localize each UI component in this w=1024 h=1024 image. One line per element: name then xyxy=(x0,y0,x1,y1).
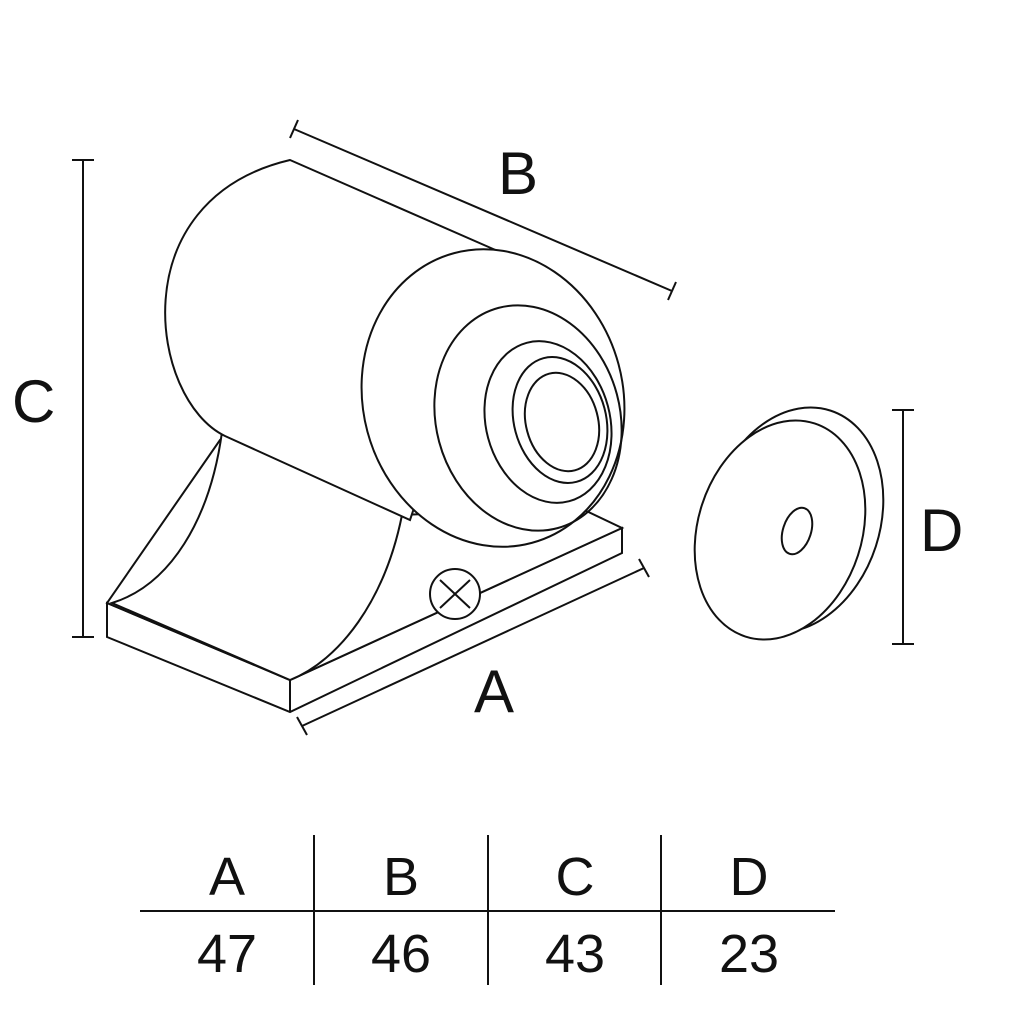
table-header-c: C xyxy=(556,847,595,907)
support-body xyxy=(109,430,404,682)
dimension-label-c: C xyxy=(12,368,55,435)
dimension-label-a: A xyxy=(474,658,514,725)
dimension-a: A xyxy=(296,558,650,736)
cylinder-body xyxy=(164,158,626,548)
screw-icon xyxy=(429,568,481,620)
dimension-table: A B C D 47 46 43 23 xyxy=(140,835,835,985)
table-header-d: D xyxy=(730,847,769,907)
dimension-b: B xyxy=(289,119,677,301)
table-value-a: 47 xyxy=(197,924,257,984)
table-header-a: A xyxy=(209,847,245,907)
table-value-c: 43 xyxy=(545,924,605,984)
dimension-label-d: D xyxy=(920,497,963,564)
catch-plate xyxy=(693,406,885,641)
table-value-d: 23 xyxy=(719,924,779,984)
dimension-c: C xyxy=(12,159,94,638)
dimension-d: D xyxy=(892,409,963,645)
table-header-b: B xyxy=(383,847,419,907)
table-value-b: 46 xyxy=(371,924,431,984)
dimension-label-b: B xyxy=(498,140,538,207)
